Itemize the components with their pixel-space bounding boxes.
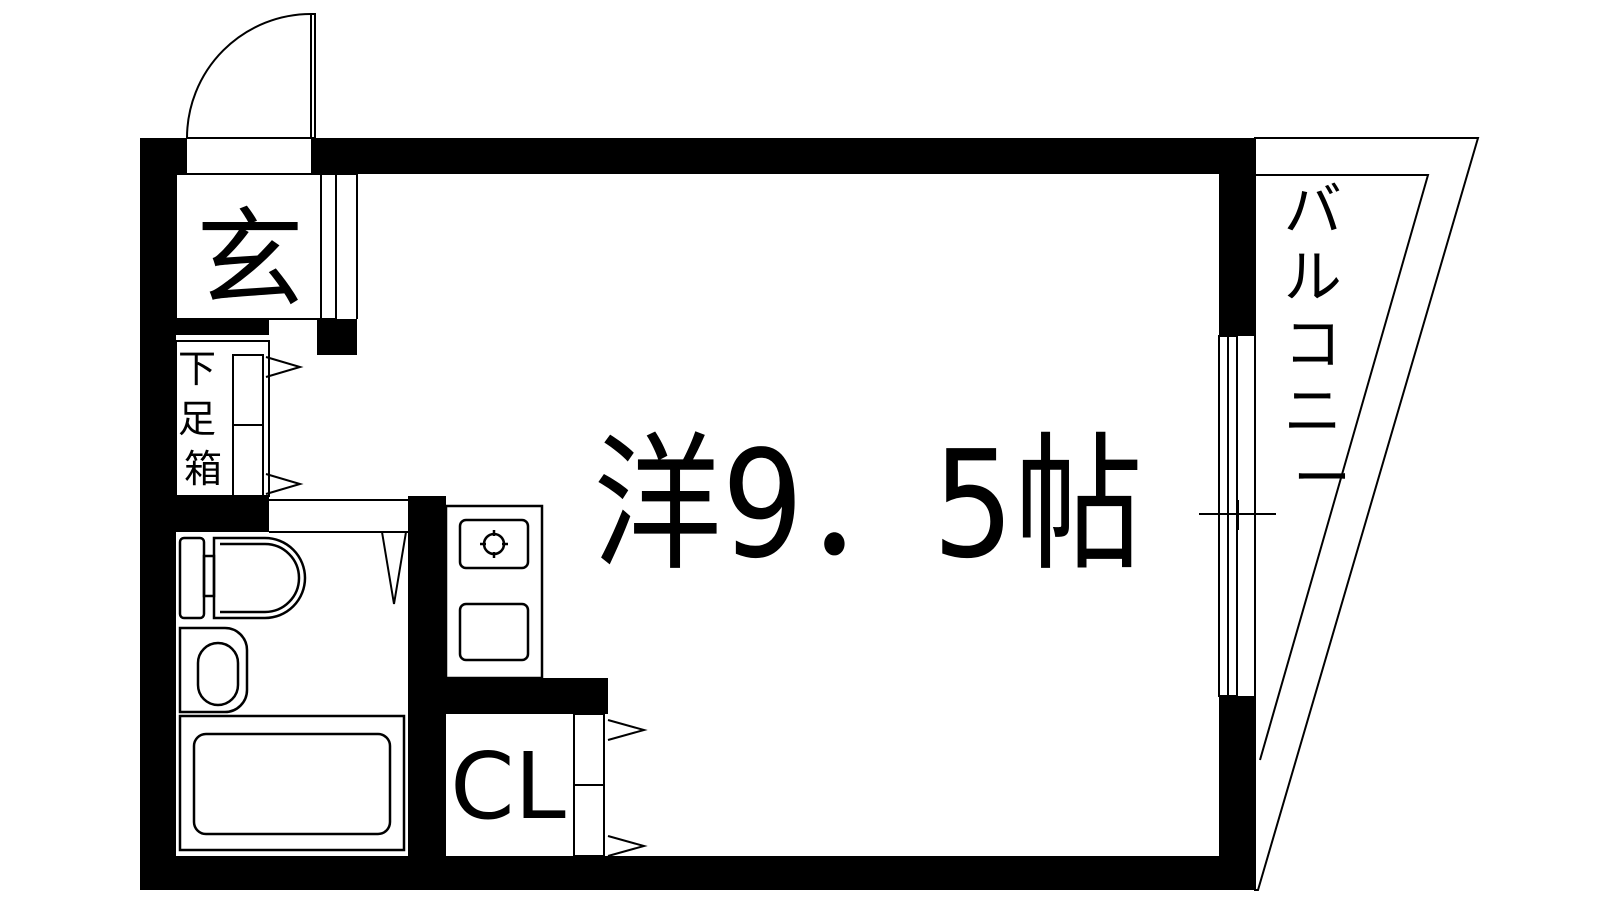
shoe-box-char: 箱 xyxy=(184,447,222,491)
balcony-char: コ xyxy=(1284,310,1342,378)
balcony-char: ル xyxy=(1284,243,1342,311)
entrance-label: 玄 xyxy=(196,198,304,323)
balcony-outline xyxy=(1254,137,1480,891)
interior-walls xyxy=(176,319,608,856)
shoe-box-char: 足 xyxy=(178,397,216,441)
closet-label: CL xyxy=(450,733,566,840)
balcony-char: ー xyxy=(1293,444,1351,512)
washbasin xyxy=(178,626,249,714)
outer-walls xyxy=(140,138,1255,890)
balcony-char: バ xyxy=(1284,176,1342,244)
toilet xyxy=(178,536,307,620)
western-room-label: 洋9．5帖 xyxy=(593,419,1143,591)
shoe-box-label: 下 足 箱 xyxy=(178,347,228,491)
shoe-box-char: 下 xyxy=(178,347,216,391)
balcony-char: ニ xyxy=(1284,377,1342,445)
kitchen xyxy=(444,504,544,680)
closet xyxy=(573,713,648,857)
thin-lines xyxy=(175,173,1276,697)
bathtub xyxy=(178,714,406,852)
entrance-door xyxy=(186,13,316,139)
balcony-label: バ ル コ ニ ー xyxy=(1284,176,1360,512)
